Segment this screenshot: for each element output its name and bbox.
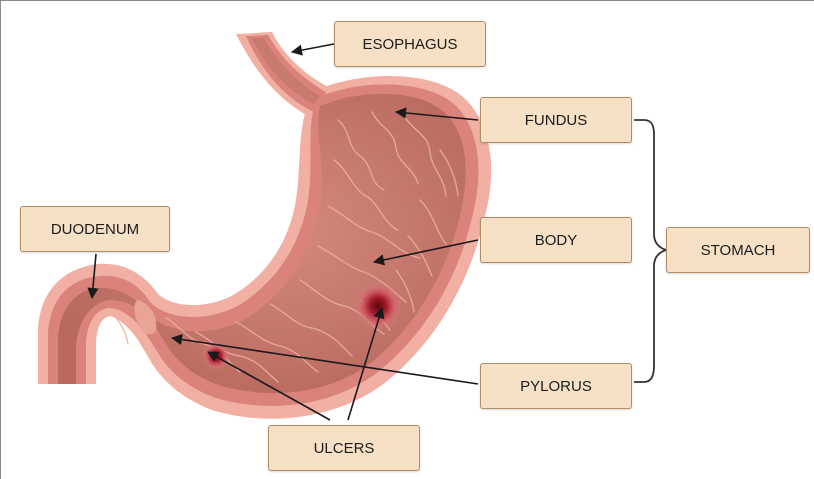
label-fundus: FUNDUS: [480, 97, 632, 143]
arrow-esophagus: [292, 44, 334, 52]
label-duodenum: DUODENUM: [20, 206, 170, 252]
label-pylorus: PYLORUS: [480, 363, 632, 409]
label-esophagus: ESOPHAGUS: [334, 21, 486, 67]
label-stomach: STOMACH: [666, 227, 810, 273]
label-ulcers: ULCERS: [268, 425, 420, 471]
stomach-bracket: [634, 120, 666, 382]
label-body: BODY: [480, 217, 632, 263]
